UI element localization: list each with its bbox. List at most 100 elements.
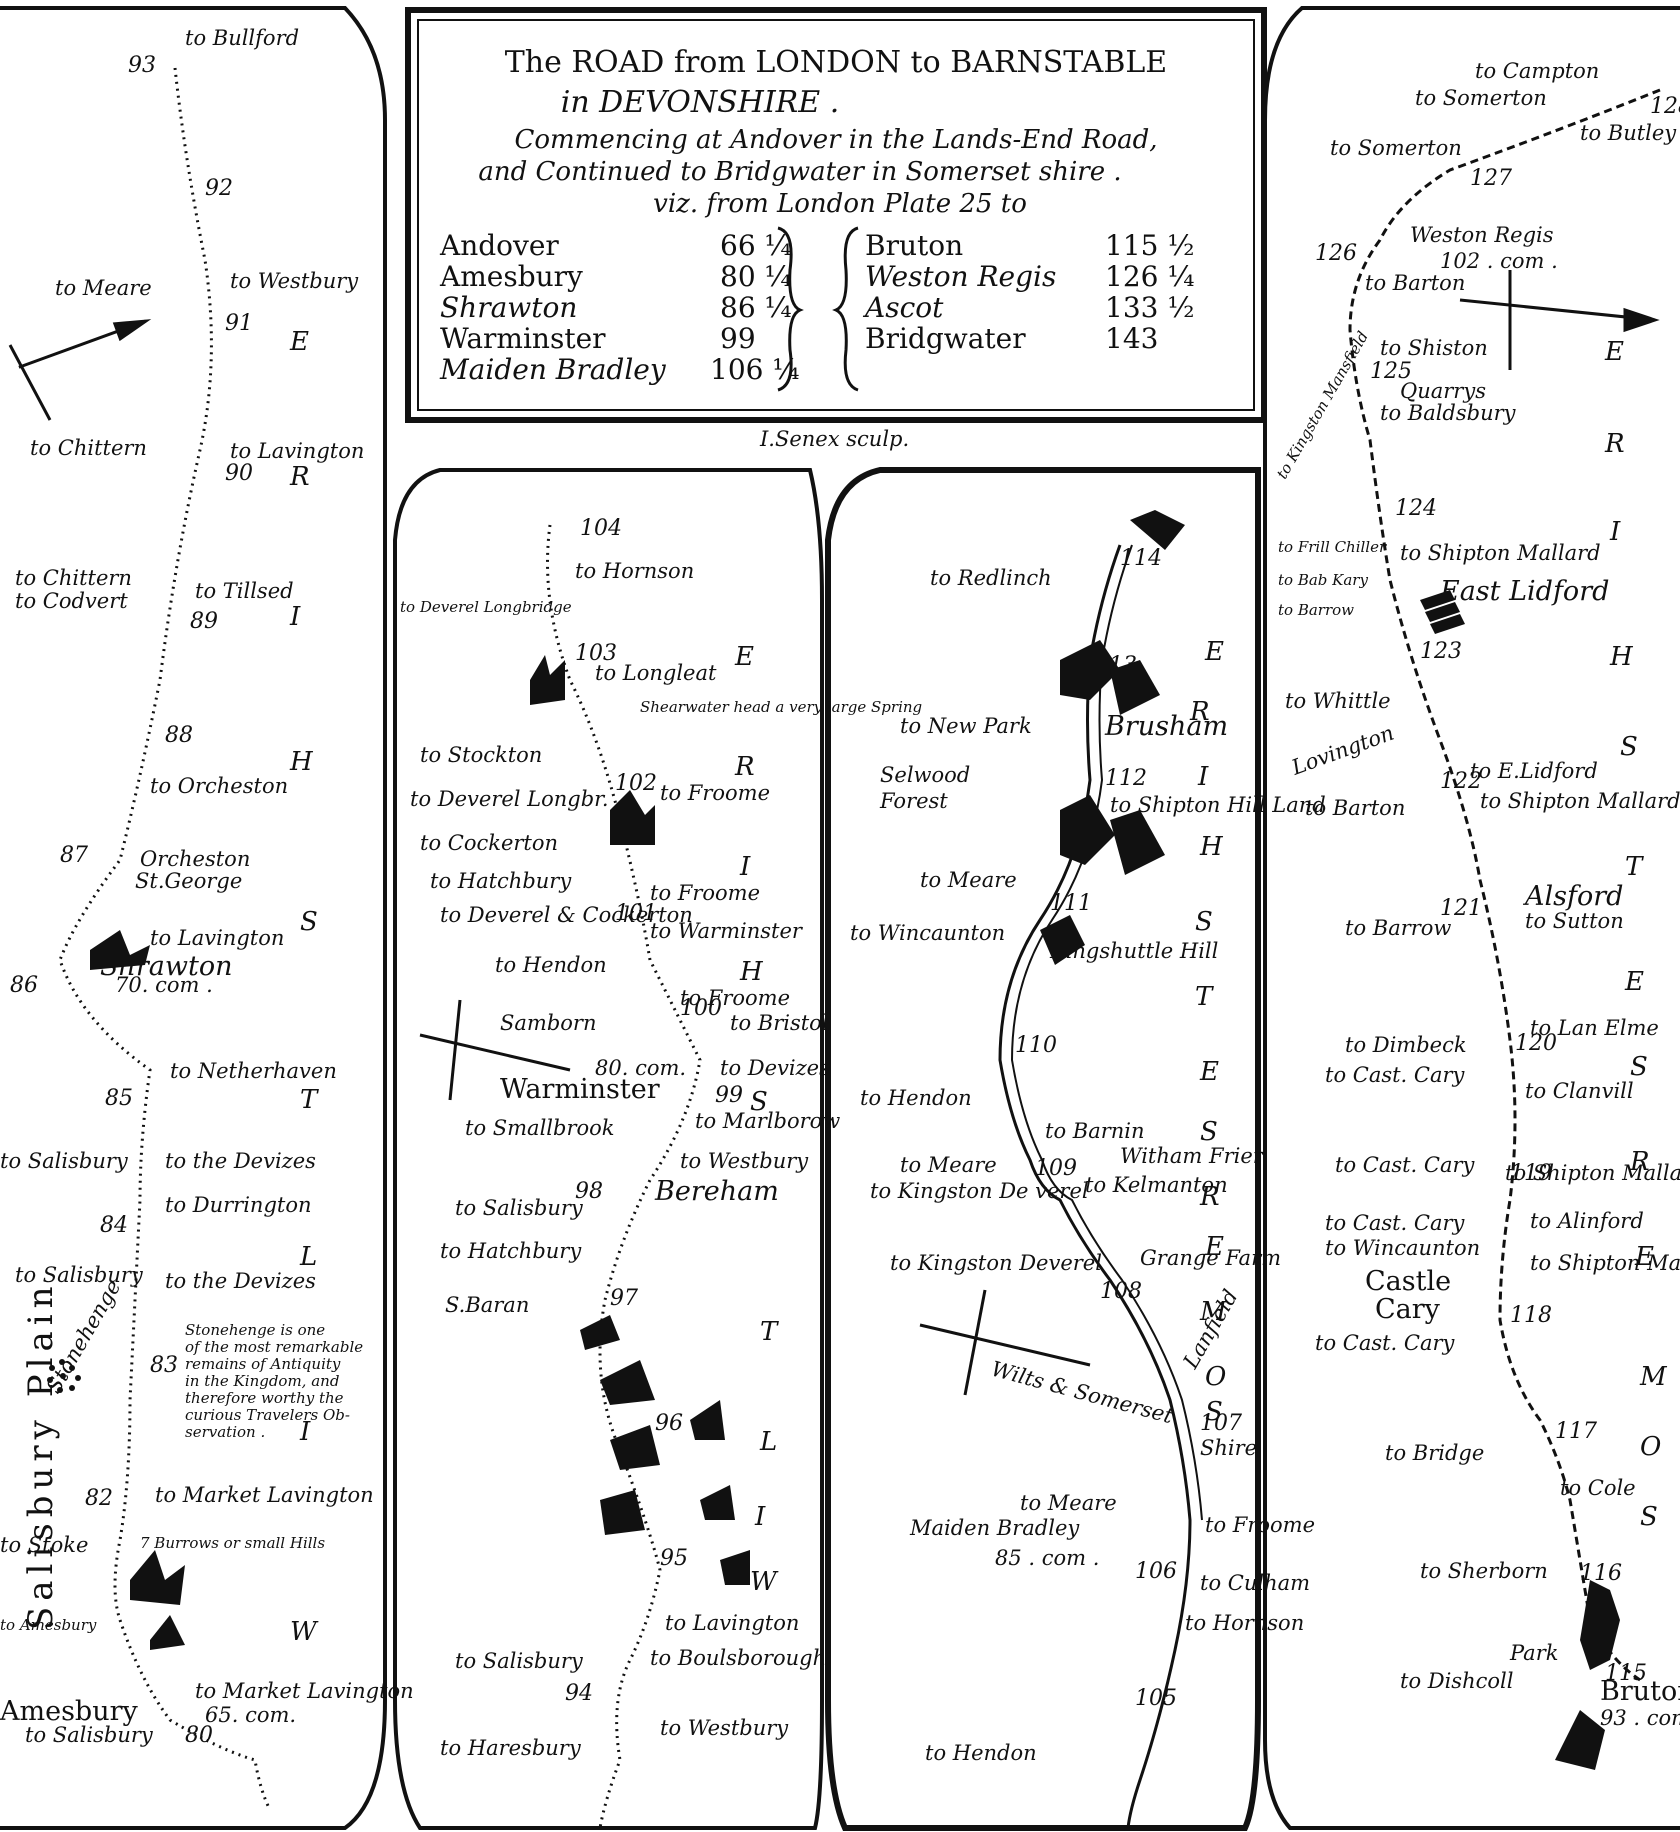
label-westbury: to Westbury <box>230 269 359 293</box>
county-letter: S <box>1195 907 1213 937</box>
label-hatchbury-1: to Hatchbury <box>430 869 572 893</box>
mile-116: 116 <box>1580 1561 1622 1586</box>
distance-table-right: Bruton 115 ½ Weston Regis 126 ¼ Ascot 13… <box>832 226 1194 392</box>
label-dimbeck: to Dimbeck <box>1345 1033 1467 1057</box>
brace-left <box>777 226 804 392</box>
label-quarrys: Quarrys <box>1400 379 1486 403</box>
label-culham: to Culham <box>1200 1571 1310 1595</box>
label-whittle: to Whittle <box>1285 689 1391 713</box>
mile-103: 103 <box>575 641 617 666</box>
label-lovington: Lovington <box>1288 721 1397 780</box>
label-baldsbury: to Baldsbury <box>1380 401 1517 425</box>
mile-87: 87 <box>60 843 88 868</box>
label-shipton-mallard-4: to Shipton Mall. <box>1530 1251 1680 1275</box>
mile-111: 111 <box>1050 891 1092 916</box>
strip-2: 104 103 102 101 100 99 98 97 96 95 94 to… <box>400 516 922 1829</box>
label-salisbury-plain: Salisbury Plain <box>21 1281 61 1630</box>
label-dishcoll: to Dishcoll <box>1400 1669 1513 1693</box>
label-maiden-bradley: Maiden Bradley <box>909 1516 1080 1540</box>
mile-114: 114 <box>1120 546 1162 571</box>
mile-112: 112 <box>1105 766 1147 791</box>
label-salisbury-1: to Salisbury <box>455 1196 584 1220</box>
dist-left-place-0: Andover <box>439 229 559 262</box>
county-letter: E <box>1204 637 1224 667</box>
label-deverel-longbridge: to Deverel Longbridge <box>400 598 572 616</box>
title-line-5: viz. from London Plate 25 to <box>653 189 1027 219</box>
mile-122: 122 <box>1440 769 1482 794</box>
county-letter: S <box>1630 1052 1648 1082</box>
county-letter: H <box>1199 832 1224 862</box>
label-hendon-1: to Hendon <box>495 953 607 977</box>
label-somerton-1: to Somerton <box>1415 86 1547 110</box>
label-barrow-1: to Barrow <box>1278 601 1354 619</box>
dist-left-place-2: Shrawton <box>440 291 577 324</box>
mile-90: 90 <box>225 461 253 486</box>
label-salisbury-2: to Salisbury <box>455 1649 584 1673</box>
county-letter: L <box>759 1427 777 1457</box>
label-lavington: to Lavington <box>665 1611 799 1635</box>
county-letter: I <box>739 852 751 882</box>
note-line-5: curious Travelers Ob- <box>185 1406 350 1424</box>
county-letter: R <box>1629 1147 1650 1177</box>
county-letter: M <box>1639 1362 1668 1392</box>
label-sutton: to Sutton <box>1525 909 1624 933</box>
mile-100: 100 <box>680 996 722 1021</box>
label-wincaunton: to Wincaunton <box>850 921 1005 945</box>
label-clanvill: to Clanvill <box>1525 1079 1634 1103</box>
label-warminster-com: 80. com. <box>595 1056 686 1080</box>
label-froome-2: to Froome <box>650 881 760 905</box>
label-baran: S.Baran <box>445 1293 529 1317</box>
county-letter: I <box>1197 762 1209 792</box>
label-lavington-1: to Lavington <box>230 439 364 463</box>
label-kelmanton: to Kelmanton <box>1085 1173 1228 1197</box>
label-shire: Shire <box>1200 1436 1257 1460</box>
mile-86: 86 <box>10 973 38 998</box>
label-chittern-2: to Chittern <box>15 566 132 590</box>
mile-95: 95 <box>660 1546 688 1571</box>
mile-92: 92 <box>205 176 233 201</box>
label-cast-cary-1: to Cast. Cary <box>1325 1063 1466 1087</box>
county-letter: S <box>1200 1117 1218 1147</box>
label-witham-frier: Witham Frier <box>1120 1144 1265 1168</box>
note-line-0: Stonehenge is one <box>185 1321 325 1339</box>
label-bruton-com: 93 . com . <box>1600 1706 1680 1730</box>
label-bruton: Bruton <box>1600 1676 1680 1707</box>
county-letter: H <box>1609 642 1634 672</box>
compass-1 <box>8 319 152 421</box>
label-chittern-1: to Chittern <box>30 436 147 460</box>
dist-right-miles-2: 133 ½ <box>1105 291 1194 324</box>
label-stockton: to Stockton <box>420 743 542 767</box>
label-to-warminster: to Warminster <box>650 919 804 943</box>
frame-strip2 <box>393 468 824 1830</box>
label-market-lavington-1: to Market Lavington <box>155 1483 374 1507</box>
county-letter: E <box>289 327 309 357</box>
label-bab-kary: to Bab Kary <box>1278 571 1368 589</box>
label-weston-regis: Weston Regis <box>1410 223 1554 247</box>
label-market-lavington-2: to Market Lavington <box>195 1679 414 1703</box>
label-sherborn: to Sherborn <box>1420 1559 1548 1583</box>
label-salisbury-3: to Salisbury <box>25 1723 154 1747</box>
label-devizes: to Devizes <box>720 1056 830 1080</box>
label-froome-3: to Froome <box>680 986 790 1010</box>
county-letter: O <box>1205 1362 1226 1392</box>
road-3-edge <box>1010 544 1203 1521</box>
label-wincaunton: to Wincaunton <box>1325 1236 1480 1260</box>
labels-2: to Hornson to Deverel Longbridge to Long… <box>400 559 922 1760</box>
label-lan-elme: to Lan Elme <box>1530 1016 1659 1040</box>
county-letter: S <box>750 1087 768 1117</box>
mile-82: 82 <box>85 1486 113 1511</box>
label-barrow-2: to Barrow <box>1345 916 1451 940</box>
mile-115: 115 <box>1605 1661 1647 1686</box>
county-letter: T <box>1195 982 1214 1012</box>
note-line-6: servation . <box>185 1423 265 1441</box>
county-letter: E <box>1634 1242 1654 1272</box>
county-somerset-4: E R I H S T E S R E M O S <box>1604 337 1668 1532</box>
hills-3 <box>1040 510 1185 965</box>
label-lavington-2: to Lavington <box>150 926 284 950</box>
label-bristol: to Bristol <box>730 1011 829 1035</box>
label-hatchbury-2: to Hatchbury <box>440 1239 582 1263</box>
mile-117: 117 <box>1555 1419 1597 1444</box>
label-butley: to Butley <box>1580 121 1677 145</box>
mile-101: 101 <box>615 901 657 926</box>
mile-99: 99 <box>715 1083 743 1108</box>
